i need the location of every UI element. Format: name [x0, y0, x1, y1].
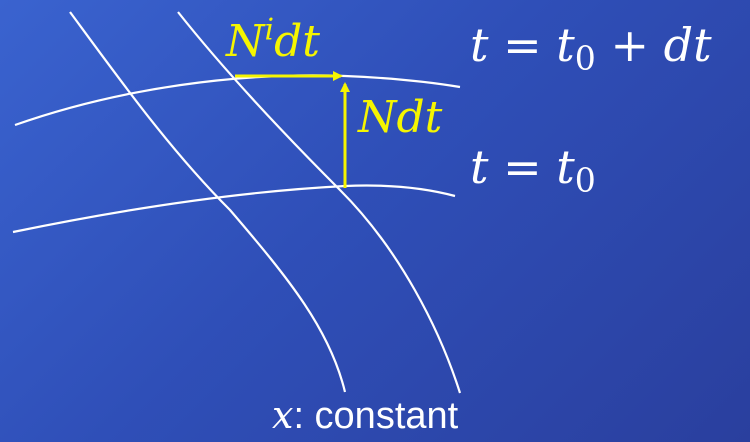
lower-time-t: t	[470, 140, 489, 194]
upper-time-t0: t	[556, 18, 575, 72]
lower-time-equals: =	[503, 140, 542, 194]
shift-vector-label: Nidt	[226, 15, 320, 64]
coordinate-caption-variable: x	[272, 393, 294, 437]
shift-label-dt: dt	[274, 16, 320, 67]
lapse-label: Ndt	[358, 96, 442, 140]
upper-time-dt: dt	[663, 18, 712, 72]
upper-time-subscript: 0	[574, 38, 596, 78]
upper-time-equals: =	[503, 18, 542, 72]
upper-time-t: t	[470, 18, 489, 72]
shift-label-n: N	[226, 16, 265, 67]
shift-label-superscript: i	[264, 12, 275, 48]
lower-time-t0: t	[556, 140, 575, 194]
lower-time-label: t = t0	[470, 144, 596, 196]
upper-time-label: t = t0 + dt	[470, 22, 712, 74]
coordinate-line-right	[177, 11, 462, 394]
lower-time-subscript: 0	[574, 160, 596, 200]
lapse-label-n: N	[358, 92, 397, 143]
coordinate-caption-text: : constant	[293, 395, 459, 437]
coordinate-line-left	[69, 11, 347, 393]
upper-time-plus: +	[610, 18, 650, 72]
hypersurface-lower	[12, 184, 456, 234]
lapse-label-dt: dt	[396, 92, 443, 143]
coordinate-caption: x: constant	[272, 396, 458, 435]
